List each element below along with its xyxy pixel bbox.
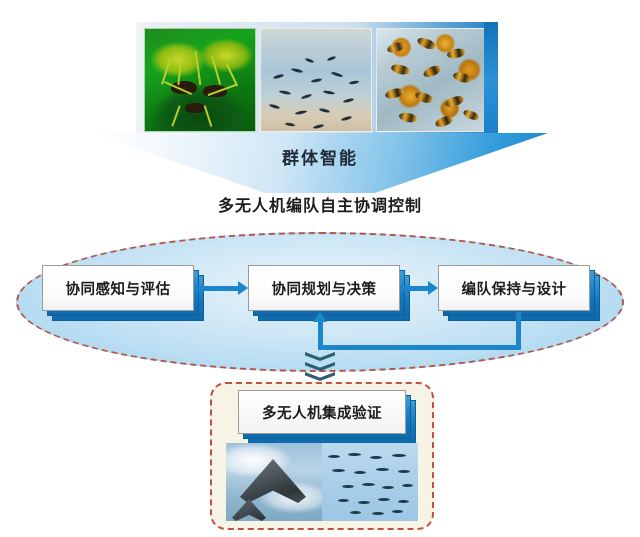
feedback-line-vertical-left <box>318 322 323 350</box>
swarm-intelligence-arrow: 群体智能 <box>92 133 548 193</box>
uav-swarm-simulation <box>322 443 418 521</box>
process-box-1-label: 协同感知与评估 <box>42 265 194 311</box>
page-title: 多无人机编队自主协调控制 <box>217 196 422 215</box>
process-box-2-label: 协同规划与决策 <box>248 265 400 311</box>
verification-box-label: 多无人机集成验证 <box>238 390 406 434</box>
verification-box[interactable]: 多无人机集成验证 <box>238 390 416 444</box>
process-box-1[interactable]: 协同感知与评估 <box>42 265 204 321</box>
stealth-uav-photo <box>226 443 322 521</box>
arrow-label: 群体智能 <box>282 149 358 169</box>
feedback-line-horizontal <box>318 345 521 350</box>
swarm-intelligence-photo-strip <box>136 22 498 140</box>
arrow-up-icon <box>313 312 327 322</box>
ants-photo <box>144 28 256 132</box>
bees-swarm-photo <box>376 28 488 132</box>
triple-chevron-down-icon <box>305 352 335 382</box>
arrow-right-icon <box>238 281 248 295</box>
connector-box2-to-box3 <box>400 286 430 291</box>
birds-flock-photo <box>260 28 372 132</box>
uav-shape <box>232 499 266 521</box>
feedback-line-vertical-right <box>516 312 521 350</box>
process-box-3[interactable]: 编队保持与设计 <box>438 265 600 321</box>
connector-box1-to-box2 <box>194 286 240 291</box>
verification-photos <box>226 443 418 521</box>
process-box-3-label: 编队保持与设计 <box>438 265 590 311</box>
process-box-2[interactable]: 协同规划与决策 <box>248 265 410 321</box>
uav-shape <box>240 459 306 503</box>
arrow-right-icon <box>428 281 438 295</box>
